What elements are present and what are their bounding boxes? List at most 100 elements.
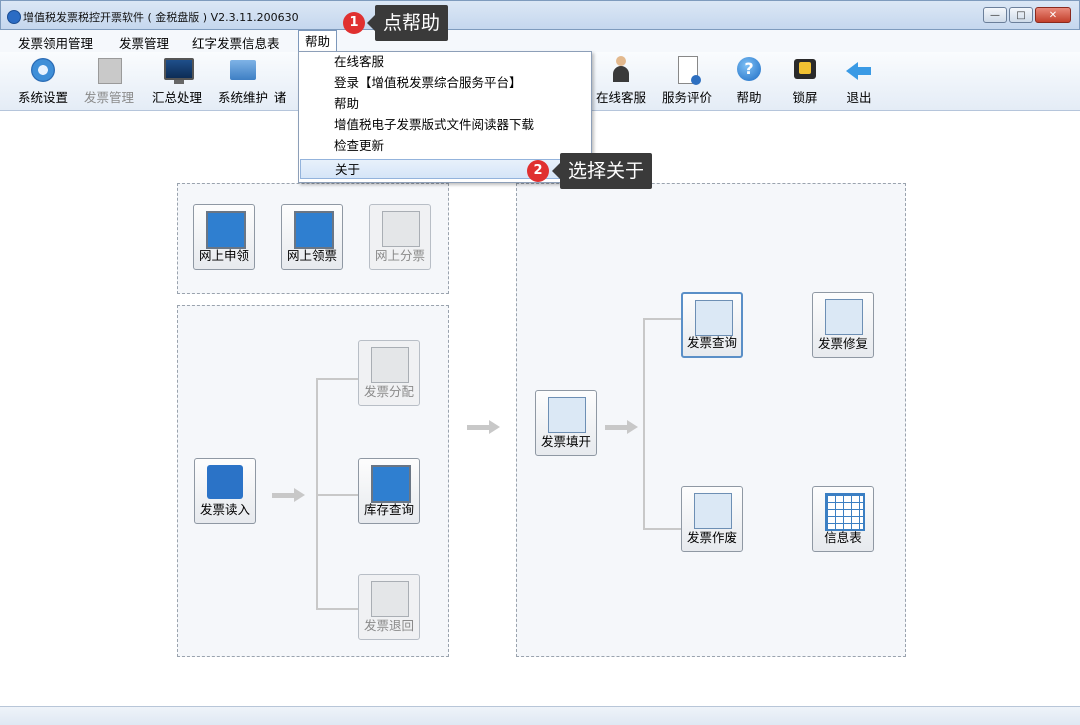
invoice-read-button[interactable]: 发票读入 bbox=[194, 458, 256, 524]
magnifier-screen-icon bbox=[371, 465, 411, 503]
menu-item-reader-download[interactable]: 增值税电子发票版式文件阅读器下载 bbox=[334, 117, 535, 132]
invoice-return-button[interactable]: 发票退回 bbox=[358, 574, 420, 640]
invoice-arrow-left-icon bbox=[371, 581, 409, 617]
button-label: 信息表 bbox=[824, 530, 862, 545]
toolbar-invoice-management[interactable]: 发票管理 bbox=[78, 56, 140, 106]
connector-line bbox=[316, 494, 358, 496]
inventory-query-button[interactable]: 库存查询 bbox=[358, 458, 420, 524]
exit-arrow-icon bbox=[846, 62, 871, 80]
button-label: 网上申领 bbox=[198, 248, 249, 263]
toolbar-system-maintenance[interactable]: 系统维护 bbox=[212, 56, 274, 106]
button-label: 发票退回 bbox=[363, 618, 414, 633]
step-badge-1: 1 bbox=[343, 12, 365, 34]
toolbar-label: 系统设置 bbox=[17, 90, 68, 105]
menu-help[interactable]: 帮助 bbox=[298, 30, 338, 52]
toolbar-lock-screen[interactable]: 锁屏 bbox=[774, 56, 836, 106]
table-icon bbox=[825, 493, 865, 531]
screen-invoice-icon bbox=[294, 211, 334, 249]
invoice-arrow-right-icon bbox=[371, 347, 409, 383]
connector-line bbox=[316, 608, 358, 610]
menu-invoice-management[interactable]: 发票管理 bbox=[119, 36, 170, 51]
invoice-issue-button[interactable]: 发票填开 bbox=[535, 390, 597, 456]
toolbar-summary[interactable]: 汇总处理 bbox=[146, 56, 208, 106]
connector-line bbox=[643, 318, 681, 320]
window-title: 增值税发票税控开票软件 ( 金税盘版 ) V2.3.11.200630 bbox=[23, 11, 299, 24]
toolbar-label: 服务评价 bbox=[661, 90, 712, 105]
invoice-refresh-icon bbox=[825, 299, 863, 335]
maximize-icon: □ bbox=[1016, 9, 1026, 21]
toolbar-label: 诸 bbox=[273, 90, 287, 105]
toolbar-label: 系统维护 bbox=[217, 90, 268, 105]
online-apply-button[interactable]: 网上申领 bbox=[193, 204, 255, 270]
help-icon: ? bbox=[737, 57, 761, 81]
menu-item-online-service[interactable]: 在线客服 bbox=[334, 54, 385, 69]
button-label: 发票分配 bbox=[363, 384, 414, 399]
invoice-repair-button[interactable]: 发票修复 bbox=[812, 292, 874, 358]
button-label: 发票读入 bbox=[199, 502, 250, 517]
menu-red-invoice-info[interactable]: 红字发票信息表 bbox=[192, 36, 280, 51]
flow-arrow-icon bbox=[605, 420, 639, 434]
invoice-cross-icon bbox=[694, 493, 732, 529]
window-title-bar: 增值税发票税控开票软件 ( 金税盘版 ) V2.3.11.200630 — □ … bbox=[0, 0, 1080, 30]
maximize-button[interactable]: □ bbox=[1009, 7, 1033, 23]
info-table-button[interactable]: 信息表 bbox=[812, 486, 874, 552]
toolbar-partial-item[interactable]: 诸 bbox=[260, 56, 300, 106]
menu-invoice-collection[interactable]: 发票领用管理 bbox=[18, 36, 94, 51]
step-badge-2: 2 bbox=[527, 160, 549, 182]
close-icon: ✕ bbox=[1048, 9, 1058, 21]
online-distribute-button[interactable]: 网上分票 bbox=[369, 204, 431, 270]
invoice-allocate-button[interactable]: 发票分配 bbox=[358, 340, 420, 406]
grid-icon bbox=[98, 58, 122, 84]
minimize-button[interactable]: — bbox=[983, 7, 1007, 23]
callout-select-about: 选择关于 bbox=[551, 153, 653, 189]
button-label: 网上分票 bbox=[374, 248, 425, 263]
flow-arrow-icon bbox=[467, 420, 501, 434]
toolbar-exit[interactable]: 退出 bbox=[828, 56, 890, 106]
toolbar-label: 汇总处理 bbox=[151, 90, 202, 105]
person-icon bbox=[613, 56, 629, 82]
callout-click-help: 点帮助 bbox=[366, 5, 449, 41]
document-icon bbox=[678, 56, 701, 85]
button-label: 发票填开 bbox=[540, 434, 591, 449]
online-receive-button[interactable]: 网上领票 bbox=[281, 204, 343, 270]
button-label: 发票查询 bbox=[686, 335, 737, 350]
toolbar-label: 锁屏 bbox=[792, 90, 818, 105]
invoice-query-button[interactable]: 发票查询 bbox=[681, 292, 743, 358]
minimize-icon: — bbox=[990, 9, 1000, 21]
help-dropdown-menu: 在线客服 登录【增值税发票综合服务平台】 帮助 增值税电子发票版式文件阅读器下载… bbox=[298, 51, 592, 183]
menu-bar: 发票领用管理 发票管理 红字发票信息表 帮助 bbox=[0, 30, 1080, 53]
button-label: 网上领票 bbox=[286, 248, 337, 263]
lock-icon bbox=[794, 59, 816, 79]
toolbar-label: 退出 bbox=[846, 90, 872, 105]
window-controls: — □ ✕ bbox=[983, 7, 1071, 23]
flow-arrow-icon bbox=[272, 488, 306, 502]
toolbar-label: 在线客服 bbox=[595, 90, 646, 105]
menu-item-help[interactable]: 帮助 bbox=[334, 96, 360, 111]
menu-item-about[interactable]: 关于 bbox=[300, 159, 590, 179]
toolbar-online-service[interactable]: 在线客服 bbox=[590, 56, 652, 106]
connector-line bbox=[643, 318, 645, 530]
close-button[interactable]: ✕ bbox=[1035, 7, 1071, 23]
screen-distribute-icon bbox=[382, 211, 420, 247]
button-label: 库存查询 bbox=[363, 502, 414, 517]
invoice-pencil-icon bbox=[548, 397, 586, 433]
toolbar-label: 发票管理 bbox=[83, 90, 134, 105]
toolbar-service-rating[interactable]: 服务评价 bbox=[656, 56, 718, 106]
menu-item-check-update[interactable]: 检查更新 bbox=[334, 138, 385, 153]
button-label: 发票作废 bbox=[686, 530, 737, 545]
screen-hand-icon bbox=[206, 211, 246, 249]
toolbar-help[interactable]: ? 帮助 bbox=[718, 56, 780, 106]
button-label: 发票修复 bbox=[817, 336, 868, 351]
invoice-magnifier-icon bbox=[695, 300, 733, 336]
usb-import-icon bbox=[207, 465, 243, 499]
folder-icon bbox=[230, 60, 256, 80]
toolbar-system-settings[interactable]: 系统设置 bbox=[12, 56, 74, 106]
gear-icon bbox=[31, 58, 55, 82]
app-logo-icon bbox=[7, 10, 21, 24]
connector-line bbox=[643, 528, 681, 530]
invoice-void-button[interactable]: 发票作废 bbox=[681, 486, 743, 552]
toolbar-label: 帮助 bbox=[736, 90, 762, 105]
menu-item-login-platform[interactable]: 登录【增值税发票综合服务平台】 bbox=[334, 75, 522, 90]
status-bar bbox=[0, 706, 1080, 725]
connector-line bbox=[316, 378, 358, 380]
